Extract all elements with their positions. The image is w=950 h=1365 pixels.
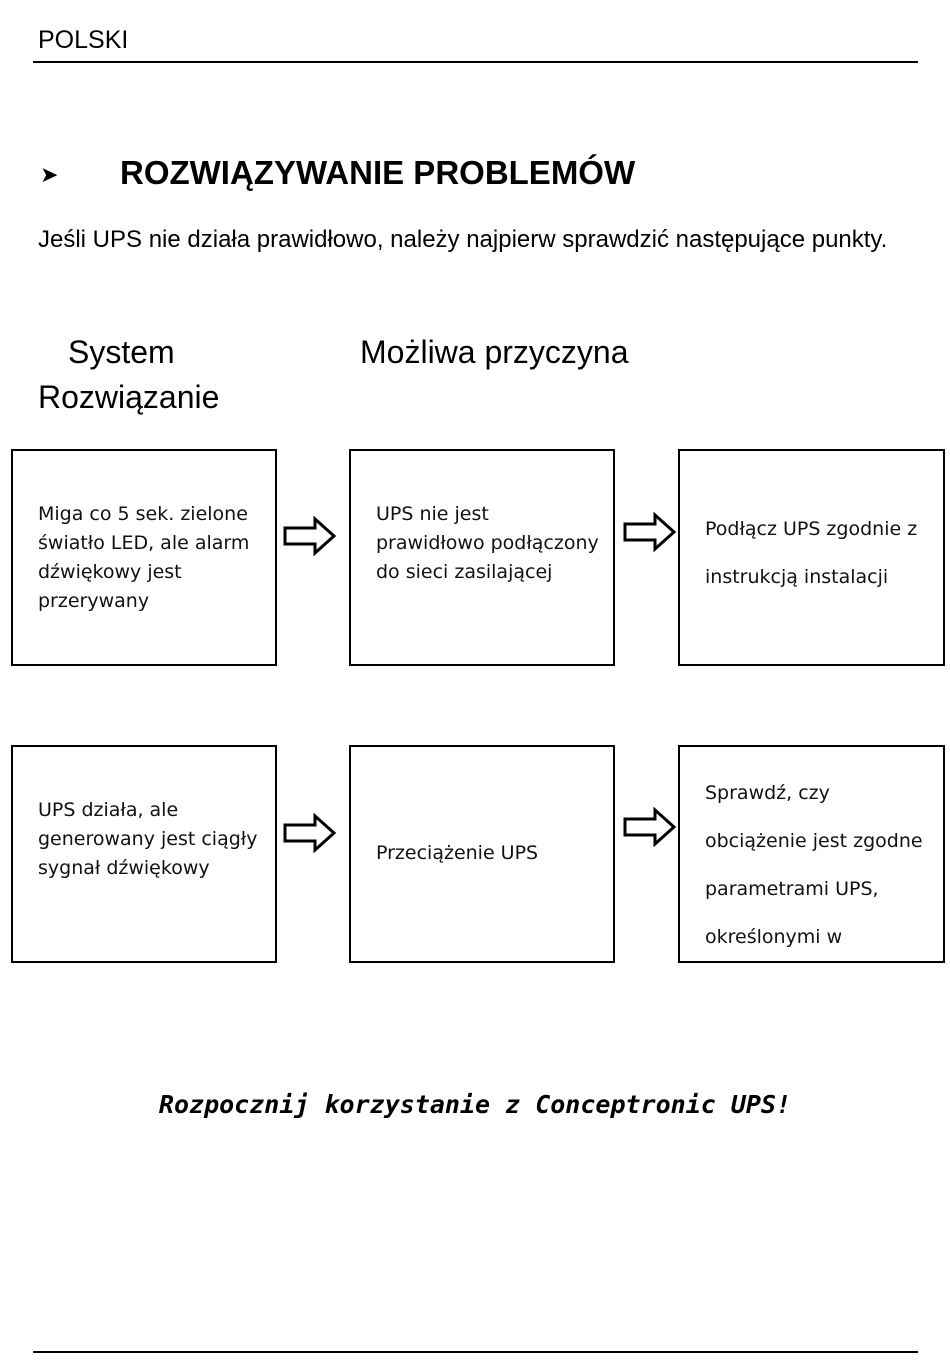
row2-cause-text: Przeciążenie UPS <box>376 842 539 864</box>
intro-paragraph: Jeśli UPS nie działa prawidłowo, należy … <box>38 226 888 253</box>
column-heading-solution: Rozwiązanie <box>38 379 220 415</box>
column-heading-cause: Możliwa przyczyna <box>360 334 629 370</box>
bottom-divider <box>33 1351 918 1353</box>
footer-slogan: Rozpocznij korzystanie z Conceptronic UP… <box>158 1090 792 1119</box>
row2-system-text: UPS działa, ale generowany jest ciągły s… <box>38 799 258 879</box>
row1-solution-box: Podłącz UPS zgodnie z instrukcją instala… <box>678 449 945 666</box>
row1-solution-text: Podłącz UPS zgodnie z instrukcją instala… <box>705 518 918 588</box>
outline-right-arrow-icon <box>623 807 677 847</box>
outline-right-arrow-icon <box>623 512 677 552</box>
row1-cause-text: UPS nie jest prawidłowo podłączony do si… <box>376 503 599 583</box>
language-header: POLSKI <box>38 26 129 54</box>
column-heading-system: System <box>68 334 175 370</box>
section-title: ROZWIĄZYWANIE PROBLEMÓW <box>120 154 636 191</box>
row2-cause-box: Przeciążenie UPS <box>349 745 615 963</box>
row1-system-box: Miga co 5 sek. zielone światło LED, ale … <box>11 449 277 666</box>
outline-right-arrow-icon <box>283 516 337 556</box>
top-divider <box>33 61 918 63</box>
arrowhead-bullet-icon: ➤ <box>40 163 59 188</box>
row2-system-box: UPS działa, ale generowany jest ciągły s… <box>11 745 277 963</box>
row1-cause-box: UPS nie jest prawidłowo podłączony do si… <box>349 449 615 666</box>
outline-right-arrow-icon <box>283 813 337 853</box>
row2-solution-text: Sprawdź, czy obciążenie jest zgodne para… <box>705 782 923 948</box>
row1-system-text: Miga co 5 sek. zielone światło LED, ale … <box>38 503 250 612</box>
row2-solution-box: Sprawdź, czy obciążenie jest zgodne para… <box>678 745 945 963</box>
